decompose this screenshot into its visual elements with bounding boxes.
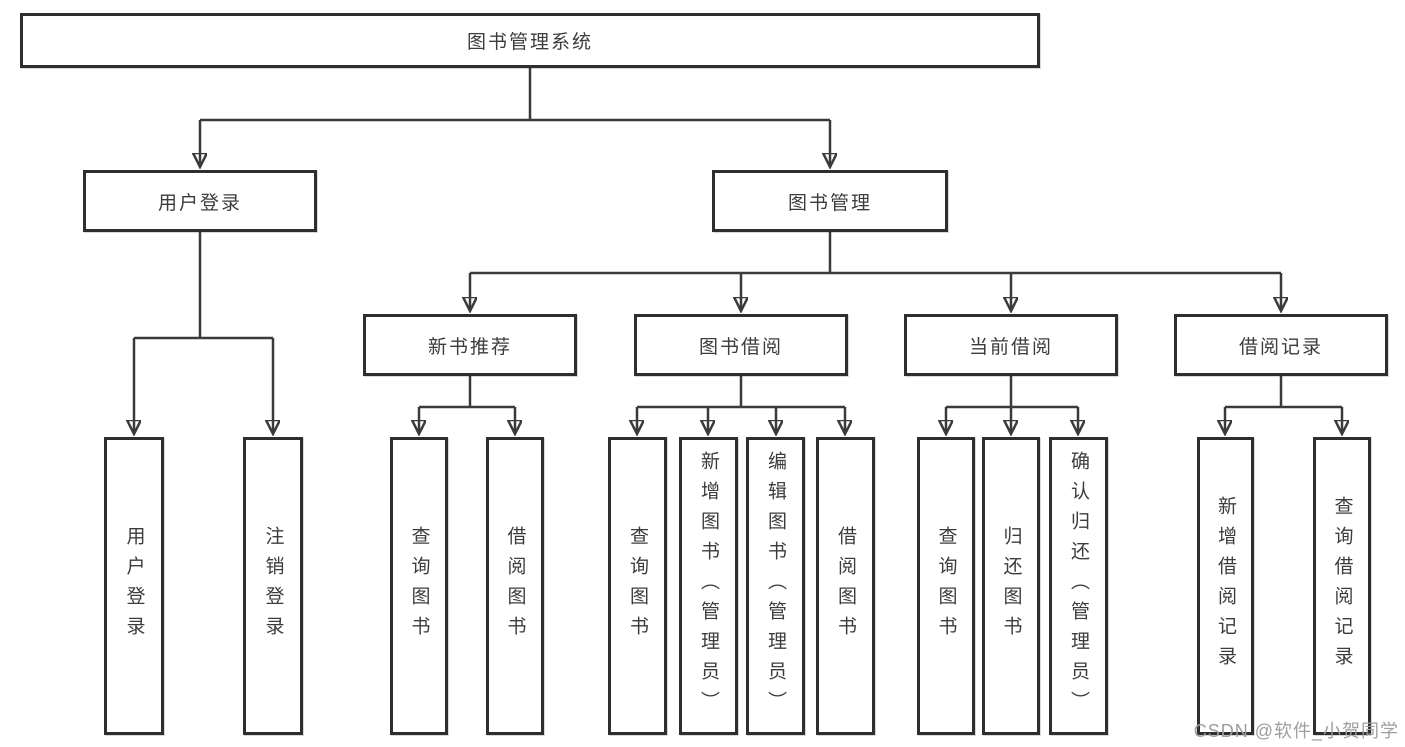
connector-user-login-split	[134, 232, 273, 340]
leaf-cb-confirm-return-label: 确认归还（管理员）	[1068, 451, 1089, 721]
leaf-cb-return-book-label: 归还图书	[1000, 526, 1022, 646]
leaf-bb-query-book: 查询图书	[608, 437, 667, 735]
leaf-br-query-record: 查询借阅记录	[1313, 437, 1371, 735]
node-book-mgmt-branch-label: 图书管理	[787, 192, 872, 214]
connector-book-mgmt-split	[470, 232, 1281, 275]
connector-new-book-split	[419, 376, 515, 409]
node-new-book-rec-label: 新书推荐	[427, 336, 512, 358]
leaf-logout-label: 注销登录	[262, 526, 284, 646]
node-user-login-branch-label: 用户登录	[157, 192, 242, 214]
leaf-nbr-query-book: 查询图书	[390, 437, 448, 735]
node-current-borrow: 当前借阅	[904, 314, 1118, 376]
leaf-cb-query-book: 查询图书	[917, 437, 975, 735]
node-borrow-record: 借阅记录	[1174, 314, 1388, 376]
node-book-mgmt-branch: 图书管理	[712, 170, 948, 232]
leaf-nbr-query-book-label: 查询图书	[408, 526, 430, 646]
leaf-cb-confirm-return: 确认归还（管理员）	[1049, 437, 1108, 735]
leaf-br-query-record-label: 查询借阅记录	[1331, 496, 1353, 676]
node-root-label: 图书管理系统	[466, 32, 593, 53]
leaf-bb-query-book-label: 查询图书	[627, 526, 648, 646]
leaf-bb-borrow-book-label: 借阅图书	[835, 526, 856, 646]
leaf-br-add-record-label: 新增借阅记录	[1215, 496, 1236, 676]
connector-borrow-record-split	[1225, 376, 1342, 409]
connector-current-borrow-split	[946, 376, 1078, 409]
connector-book-borrow-split	[637, 376, 845, 409]
watermark: CSDN @软件_小贺同学	[1193, 721, 1399, 741]
leaf-bb-edit-book-label: 编辑图书（管理员）	[765, 451, 786, 721]
connector-root-split	[200, 68, 830, 122]
node-book-borrow-label: 图书借阅	[698, 336, 783, 358]
leaf-user-login: 用户登录	[104, 437, 164, 735]
leaf-bb-add-book: 新增图书（管理员）	[679, 437, 738, 735]
leaf-nbr-borrow-book-label: 借阅图书	[504, 526, 526, 646]
node-current-borrow-label: 当前借阅	[968, 336, 1053, 358]
node-user-login-branch: 用户登录	[83, 170, 317, 232]
leaf-cb-return-book: 归还图书	[982, 437, 1040, 735]
node-root: 图书管理系统	[20, 13, 1040, 68]
leaf-logout: 注销登录	[243, 437, 303, 735]
leaf-bb-borrow-book: 借阅图书	[816, 437, 875, 735]
node-new-book-rec: 新书推荐	[363, 314, 577, 376]
leaf-nbr-borrow-book: 借阅图书	[486, 437, 544, 735]
node-borrow-record-label: 借阅记录	[1238, 336, 1323, 358]
leaf-bb-edit-book: 编辑图书（管理员）	[746, 437, 805, 735]
leaf-cb-query-book-label: 查询图书	[935, 526, 957, 646]
leaf-bb-add-book-label: 新增图书（管理员）	[698, 451, 719, 721]
node-book-borrow: 图书借阅	[634, 314, 848, 376]
leaf-user-login-label: 用户登录	[123, 526, 145, 646]
leaf-br-add-record: 新增借阅记录	[1197, 437, 1254, 735]
